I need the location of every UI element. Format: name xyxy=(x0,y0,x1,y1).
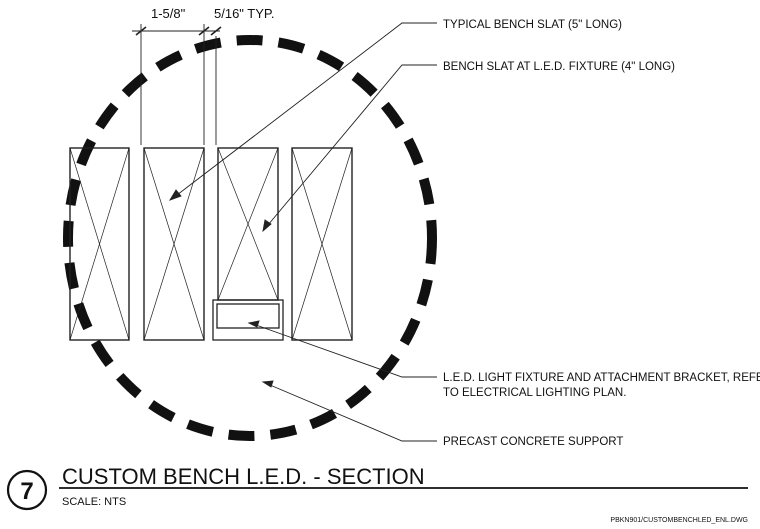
dimension-lines xyxy=(132,24,222,145)
callout-concrete-support: PRECAST CONCRETE SUPPORT xyxy=(443,436,623,448)
detail-number-bubble xyxy=(6,469,48,511)
callout-slat-at-fixture: BENCH SLAT AT L.E.D. FIXTURE (4" LONG) xyxy=(443,61,675,73)
leader-slat-at-fixture xyxy=(262,64,437,233)
detail-boundary-circle xyxy=(63,35,437,441)
led-fixture-bracket xyxy=(212,299,284,341)
title-block: 7 CUSTOM BENCH L.E.D. - SECTION SCALE: N… xyxy=(6,464,748,524)
bench-slat-1 xyxy=(69,147,130,341)
bench-slat-4 xyxy=(291,147,353,341)
detail-title: CUSTOM BENCH L.E.D. - SECTION xyxy=(62,464,425,489)
callout-typical-slat: TYPICAL BENCH SLAT (5" LONG) xyxy=(443,19,622,31)
callout-led-fixture-line1: L.E.D. LIGHT FIXTURE AND ATTACHMENT BRAC… xyxy=(443,372,760,384)
bench-slat-2 xyxy=(143,147,205,341)
callout-led-fixture-line2: TO ELECTRICAL LIGHTING PLAN. xyxy=(443,387,626,399)
leader-led-fixture xyxy=(247,320,437,378)
detail-number: 7 xyxy=(20,478,33,505)
leader-concrete-support xyxy=(261,380,437,442)
slat-width-dimension: 1-5/8" xyxy=(151,6,186,21)
file-reference: PBKN901/CUSTOMBENCHLED_ENL.DWG xyxy=(610,517,748,524)
leader-typical-slat xyxy=(168,22,437,201)
scale-note: SCALE: NTS xyxy=(62,496,126,508)
leader-lines xyxy=(168,22,437,442)
bench-slats xyxy=(69,147,353,341)
gap-dimension: 5/16" TYP. xyxy=(214,6,275,21)
